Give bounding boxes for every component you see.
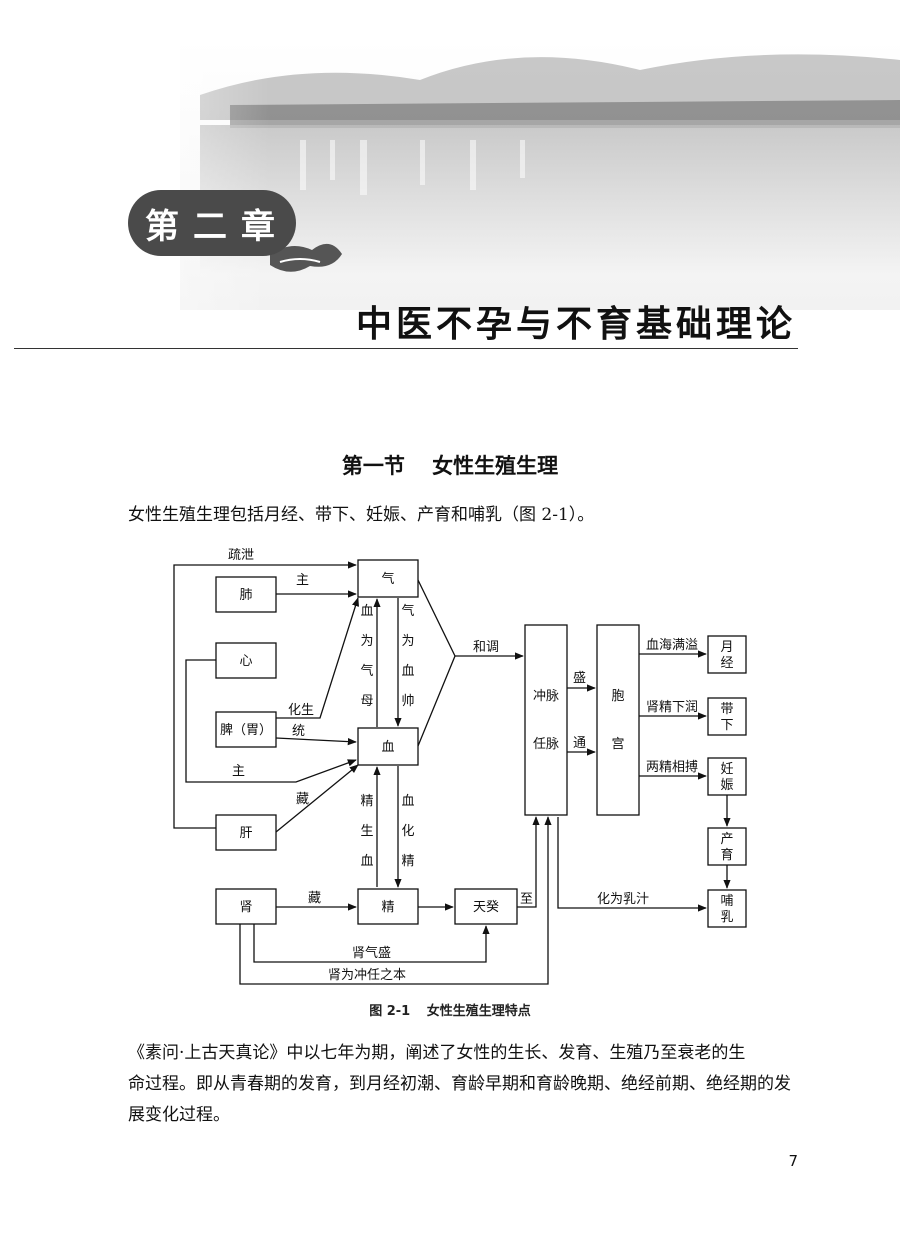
edge-label-qwxs-3: 血 xyxy=(401,664,414,679)
label-ren: 妊 xyxy=(720,762,733,777)
label-gan: 肝 xyxy=(239,826,252,841)
node-qi xyxy=(357,559,419,598)
edge-label-xwqm-3: 气 xyxy=(360,663,373,679)
body-line: 命过程。即从青春期的发育，到月经初潮、育龄早期和育龄晚期、绝经前期、绝经期的发 xyxy=(128,1074,791,1094)
edge-label-jsx-3: 血 xyxy=(360,854,373,869)
label-ru: 乳 xyxy=(720,910,733,925)
body-line: 《素问·上古天真论》中以七年为期，阐述了女性的生长、发育、生殖乃至衰老的生 xyxy=(128,1043,746,1063)
edge-label-qwxs-2: 为 xyxy=(401,634,414,649)
edge-label-qwxs-1: 气 xyxy=(401,603,414,619)
section-heading: 第一节 女性生殖生理 xyxy=(0,450,900,480)
edge-label-shenwei: 肾为冲任之本 xyxy=(328,968,406,983)
node-gan xyxy=(215,814,277,851)
intro-paragraph: 女性生殖生理包括月经、带下、妊娠、产育和哺乳（图 2-1）。 xyxy=(128,505,595,525)
label-yue: 月 xyxy=(720,640,733,655)
label-chongmai: 冲脉 xyxy=(533,689,559,704)
edge-label-hetiao: 和调 xyxy=(473,640,499,655)
label-shen: 肾 xyxy=(239,900,252,915)
edge-shuxie xyxy=(173,561,357,829)
node-xue xyxy=(357,727,419,766)
node-chongren xyxy=(524,624,568,816)
chapter-title: 中医不孕与不育基础理论 xyxy=(355,303,796,345)
body-line: 展变化过程。 xyxy=(128,1105,230,1125)
edge-label-jsx-2: 生 xyxy=(360,824,373,839)
label-pi: 脾（胃） xyxy=(220,723,272,738)
label-xia: 下 xyxy=(720,718,733,733)
label-chan: 产 xyxy=(720,832,733,847)
edge-shenwei xyxy=(239,816,552,985)
edge-label-tong2: 通 xyxy=(573,736,586,751)
figure-caption: 图 2-1 女性生殖生理特点 xyxy=(0,1000,900,1019)
figure-number: 图 2-1 xyxy=(369,1004,411,1019)
edge-tiangui-chongren xyxy=(517,816,540,908)
node-yuejing xyxy=(707,635,747,674)
chapter-banner xyxy=(0,0,900,350)
edge-label-xwqm-1: 血 xyxy=(360,604,373,619)
edge-label-xwqm-2: 为 xyxy=(360,634,373,649)
label-xue: 血 xyxy=(381,740,394,755)
label-jing2: 经 xyxy=(720,656,733,671)
figure-title: 女性生殖生理特点 xyxy=(426,1004,531,1019)
edge-label-sheng: 盛 xyxy=(573,671,586,686)
section-number: 第一节 xyxy=(341,453,405,478)
body-paragraph: 《素问·上古天真论》中以七年为期，阐述了女性的生长、发育、生殖乃至衰老的生 命过… xyxy=(128,1038,800,1131)
edge-hetiao-lines xyxy=(417,579,456,747)
label-fei: 肺 xyxy=(239,588,252,603)
edge-label-tong: 统 xyxy=(292,724,305,739)
edge-label-xwqm-4: 母 xyxy=(360,694,373,709)
edge-label-xhj-3: 精 xyxy=(401,854,414,869)
label-qi: 气 xyxy=(381,571,394,587)
label-yu: 育 xyxy=(720,847,733,863)
node-baogong xyxy=(596,624,640,816)
label-bu: 哺 xyxy=(720,894,733,909)
label-gong: 宫 xyxy=(611,737,624,752)
edge-pi-xue xyxy=(275,737,357,746)
edge-label-shenqisheng: 肾气盛 xyxy=(352,945,391,961)
edge-label-huaweiruzhi: 化为乳汁 xyxy=(597,892,649,907)
label-shen2: 娠 xyxy=(720,778,733,793)
edge-label-shenjing: 肾精下润 xyxy=(646,700,698,715)
label-xin: 心 xyxy=(239,654,252,669)
node-pi xyxy=(215,711,277,748)
edge-label-xuehai: 血海满溢 xyxy=(646,638,698,653)
edge-label-xhj-2: 化 xyxy=(401,824,414,839)
node-daixia xyxy=(707,697,747,736)
edge-huaweiruzhi xyxy=(557,817,707,912)
edge-label-zhi: 至 xyxy=(520,892,533,907)
figure-2-1-diagram: 肺 心 脾（胃） 肝 肾 气 血 精 天癸 冲脉 任脉 胞 宫 月 经 带 下 … xyxy=(173,548,747,985)
edge-label-qwxs-4: 帅 xyxy=(401,694,414,709)
label-tiangui: 天癸 xyxy=(473,900,499,915)
page-number: 7 xyxy=(788,1152,798,1170)
edge-label-zhu-top: 主 xyxy=(296,573,309,588)
edge-label-jsx-1: 精 xyxy=(360,794,373,809)
edge-shenqisheng xyxy=(253,924,490,963)
edge-label-xhj-1: 血 xyxy=(401,794,414,809)
node-buru xyxy=(707,889,747,928)
edge-label-liangjing: 两精相搏 xyxy=(646,759,698,775)
chapter-label: 第二章 xyxy=(128,190,296,256)
label-renmai: 任脉 xyxy=(533,737,559,752)
edge-xin-xue xyxy=(185,659,357,783)
header-divider xyxy=(14,348,798,349)
edge-label-huasheng: 化生 xyxy=(288,703,314,718)
label-bao: 胞 xyxy=(611,689,624,704)
edge-label-cang-liver: 藏 xyxy=(296,792,309,807)
edge-label-zhu-bottom: 主 xyxy=(232,764,245,779)
edge-label-shuxie: 疏泄 xyxy=(228,548,254,563)
edge-pi-qi xyxy=(276,597,359,719)
section-title: 女性生殖生理 xyxy=(432,453,559,478)
edge-gan-xue xyxy=(275,764,359,833)
label-jing: 精 xyxy=(381,900,394,915)
label-dai: 带 xyxy=(720,702,733,717)
edge-label-cang-kidney: 藏 xyxy=(308,891,321,906)
